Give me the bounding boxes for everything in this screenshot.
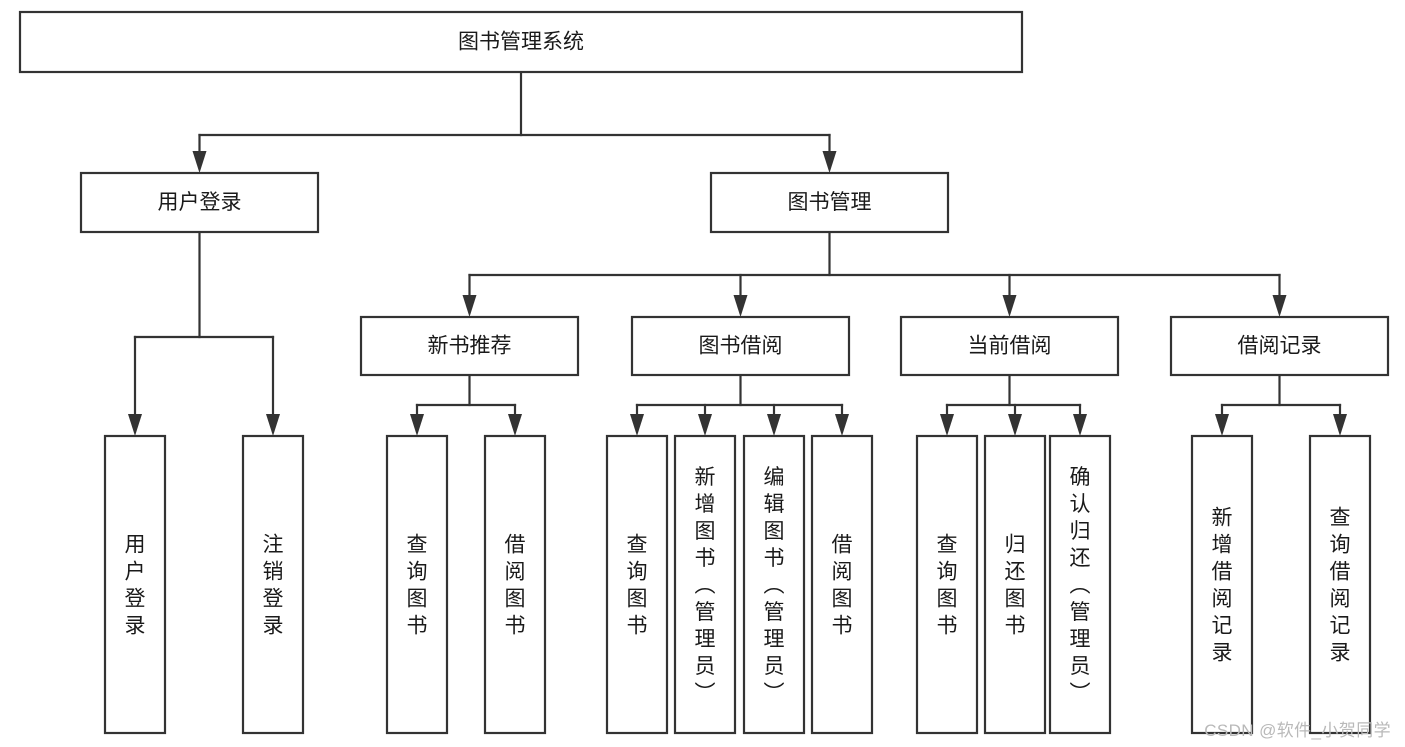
node-box[interactable]	[810, 434, 874, 735]
node-label: 用户登录	[125, 534, 146, 638]
node-查询借阅记录[interactable]: 查询借阅记录	[1308, 434, 1372, 735]
node-box[interactable]	[483, 434, 547, 735]
arrow-head-icon	[698, 414, 712, 436]
node-当前借阅[interactable]: 当前借阅	[899, 315, 1120, 377]
node-box[interactable]	[385, 434, 449, 735]
node-box[interactable]	[915, 434, 979, 735]
node-layer: 图书管理系统用户登录图书管理新书推荐图书借阅当前借阅借阅记录用户登录注销登录查询…	[18, 10, 1390, 735]
node-label: 图书管理	[788, 191, 872, 214]
arrow-head-icon	[940, 414, 954, 436]
node-新书推荐[interactable]: 新书推荐	[359, 315, 580, 377]
node-box[interactable]	[1308, 434, 1372, 735]
node-label: 查询图书	[407, 534, 428, 638]
node-label: 借阅记录	[1238, 335, 1322, 358]
node-借阅图书[interactable]: 借阅图书	[810, 434, 874, 735]
node-box[interactable]	[630, 315, 851, 377]
node-查询图书[interactable]: 查询图书	[605, 434, 669, 735]
node-label: 图书管理系统	[458, 31, 584, 54]
node-借阅图书[interactable]: 借阅图书	[483, 434, 547, 735]
node-新增借阅记录[interactable]: 新增借阅记录	[1190, 434, 1254, 735]
node-box[interactable]	[899, 315, 1120, 377]
arrow-head-icon	[822, 151, 837, 173]
arrow-head-icon	[733, 295, 748, 317]
connector-group-图书借阅	[630, 373, 849, 436]
arrow-head-icon	[1008, 414, 1022, 436]
node-label: 确认归还︵管理员︶	[1070, 466, 1091, 705]
arrow-head-icon	[1073, 414, 1087, 436]
arrow-head-icon	[767, 414, 781, 436]
node-借阅记录[interactable]: 借阅记录	[1169, 315, 1390, 377]
arrow-head-icon	[630, 414, 644, 436]
connector-group-图书管理系统	[192, 70, 837, 173]
arrow-head-icon	[266, 414, 280, 436]
node-查询图书[interactable]: 查询图书	[385, 434, 449, 735]
node-box[interactable]	[1169, 315, 1390, 377]
node-box[interactable]	[103, 434, 167, 735]
node-label: 查询借阅记录	[1330, 507, 1351, 665]
node-查询图书[interactable]: 查询图书	[915, 434, 979, 735]
connector-group-用户登录	[128, 230, 280, 436]
node-编辑图书管理员[interactable]: 编辑图书︵管理员︶	[742, 434, 806, 735]
node-label: 查询图书	[627, 534, 648, 638]
node-label: 归还图书	[1005, 534, 1026, 638]
arrow-head-icon	[508, 414, 522, 436]
node-label: 图书借阅	[699, 335, 783, 358]
node-新增图书管理员[interactable]: 新增图书︵管理员︶	[673, 434, 737, 735]
node-box[interactable]	[1190, 434, 1254, 735]
arrow-head-icon	[1333, 414, 1347, 436]
connector-layer	[128, 70, 1347, 436]
node-图书管理[interactable]: 图书管理	[709, 171, 950, 234]
node-label: 借阅图书	[832, 534, 853, 638]
node-box[interactable]	[673, 434, 737, 735]
arrow-head-icon	[192, 151, 207, 173]
node-box[interactable]	[79, 171, 320, 234]
node-label: 注销登录	[263, 534, 284, 638]
node-label: 查询图书	[937, 534, 958, 638]
node-label: 借阅图书	[505, 534, 526, 638]
arrow-head-icon	[835, 414, 849, 436]
connector-group-图书管理	[462, 230, 1287, 317]
arrow-head-icon	[128, 414, 142, 436]
node-确认归还管理员[interactable]: 确认归还︵管理员︶	[1048, 434, 1112, 735]
arrow-head-icon	[1272, 295, 1287, 317]
node-用户登录[interactable]: 用户登录	[103, 434, 167, 735]
node-box[interactable]	[359, 315, 580, 377]
node-label: 用户登录	[158, 191, 242, 214]
node-label: 新增借阅记录	[1212, 507, 1233, 665]
connector-group-新书推荐	[410, 373, 522, 436]
node-label: 当前借阅	[968, 335, 1052, 358]
node-label: 新增图书︵管理员︶	[695, 466, 716, 705]
arrow-head-icon	[1215, 414, 1229, 436]
arrow-head-icon	[1002, 295, 1017, 317]
node-归还图书[interactable]: 归还图书	[983, 434, 1047, 735]
node-box[interactable]	[1048, 434, 1112, 735]
node-box[interactable]	[742, 434, 806, 735]
connector-group-借阅记录	[1215, 373, 1347, 436]
node-box[interactable]	[18, 10, 1024, 74]
node-box[interactable]	[983, 434, 1047, 735]
connector-group-当前借阅	[940, 373, 1087, 436]
arrow-head-icon	[410, 414, 424, 436]
node-box[interactable]	[241, 434, 305, 735]
node-label: 新书推荐	[428, 335, 512, 358]
node-label: 编辑图书︵管理员︶	[764, 466, 785, 705]
node-box[interactable]	[709, 171, 950, 234]
node-用户登录[interactable]: 用户登录	[79, 171, 320, 234]
arrow-head-icon	[462, 295, 477, 317]
node-box[interactable]	[605, 434, 669, 735]
node-图书管理系统[interactable]: 图书管理系统	[18, 10, 1024, 74]
node-图书借阅[interactable]: 图书借阅	[630, 315, 851, 377]
node-注销登录[interactable]: 注销登录	[241, 434, 305, 735]
